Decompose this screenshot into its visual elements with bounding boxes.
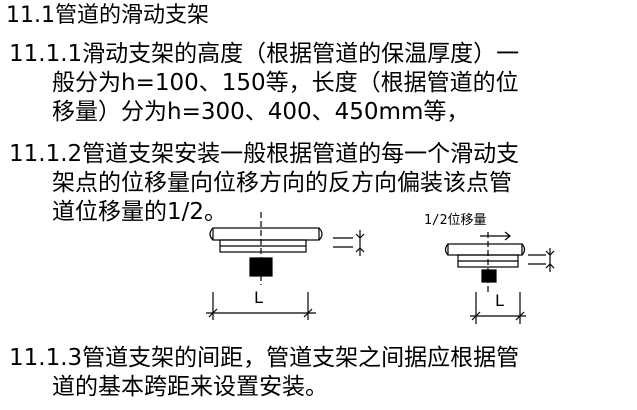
paragraph-11-1-1-line-1: 11.1.1滑动支架的高度（根据管道的保温厚度）一 — [9, 41, 520, 67]
paragraph-11-1-3-line-1: 11.1.3管道支架的间距，管道支架之间据应根据管 — [9, 345, 520, 371]
paragraph-11-1-2-line-2: 架点的位移量向位移方向的反方向偏装该点管 — [52, 170, 512, 196]
paragraph-11-1-3-line-2: 道的基本跨距来设置安装。 — [52, 374, 328, 400]
displacement-label: 1/2位移量 — [424, 213, 486, 228]
right-length-label: L — [495, 291, 504, 310]
paragraph-11-1-1-line-2: 般分为h=100、150等，长度（根据管道的位 — [52, 70, 519, 96]
left-length-label: L — [254, 288, 263, 307]
right-beam — [481, 269, 497, 283]
left-pipe-end-left — [209, 227, 214, 241]
left-beam — [249, 257, 273, 277]
left-pipe-end-right — [318, 227, 323, 241]
paragraph-11-1-1-line-3: 移量）分为h=300、400、450mm等， — [52, 99, 470, 125]
left-pipe — [212, 227, 320, 241]
right-support-drawing — [444, 231, 555, 324]
right-pipe — [447, 243, 523, 256]
paragraph-11-1-2-line-1: 11.1.2管道支架安装一般根据管道的每一个滑动支 — [9, 141, 520, 167]
paragraph-11-1-2-line-3: 道位移量的1/2。 — [52, 199, 228, 225]
left-support-drawing — [206, 212, 365, 320]
section-title: 11.1管道的滑动支架 — [6, 3, 209, 28]
